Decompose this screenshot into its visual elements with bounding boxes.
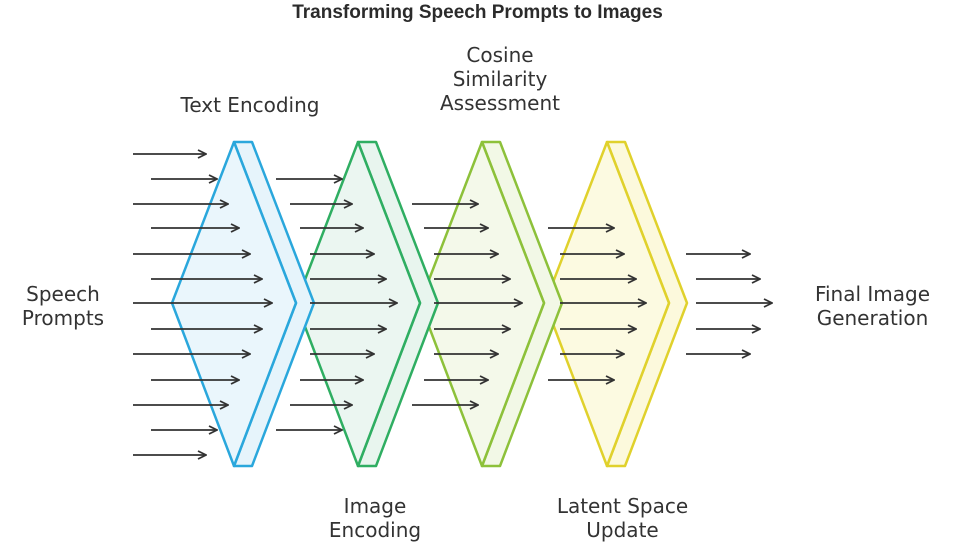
input-label-speech-prompts: Speech Prompts (8, 282, 118, 330)
output-label-final-image-generation: Final Image Generation (790, 282, 955, 330)
stage-label-latent-space-update: Latent Space Update (515, 494, 730, 542)
stage-label-line: Assessment (440, 91, 560, 115)
stage-label-line: Latent Space (556, 494, 689, 518)
stage-diamond (170, 140, 298, 468)
stage-label-image-encoding: Image Encoding (300, 494, 450, 542)
stage-diamond (418, 140, 546, 468)
stage-label-line: Update (586, 518, 659, 542)
stage-label-text-encoding: Text Encoding (145, 93, 355, 117)
stage-label-line: Similarity (452, 67, 548, 91)
diagram-title: Transforming Speech Prompts to Images (292, 2, 663, 23)
output-label-line-2: Generation (816, 306, 929, 330)
stage-label-line: Text Encoding (180, 93, 320, 117)
input-label-line-2: Prompts (21, 306, 105, 330)
input-label-line-1: Speech (26, 282, 100, 306)
stage-diamond (543, 140, 671, 468)
stage-text-encoding (170, 140, 316, 468)
stage-label-line: Cosine (466, 43, 534, 67)
output-label-line-1: Final Image (814, 282, 931, 306)
stage-label-line: Encoding (328, 518, 422, 542)
stage-label-cosine-similarity-assessment: Cosine Similarity Assessment (405, 43, 595, 115)
stage-image-encoding (294, 140, 440, 468)
stage-latent-space-update (543, 140, 689, 468)
stage-diamond (294, 140, 422, 468)
stage-cosine-similarity-assessment (418, 140, 564, 468)
stage-label-line: Image (343, 494, 407, 518)
